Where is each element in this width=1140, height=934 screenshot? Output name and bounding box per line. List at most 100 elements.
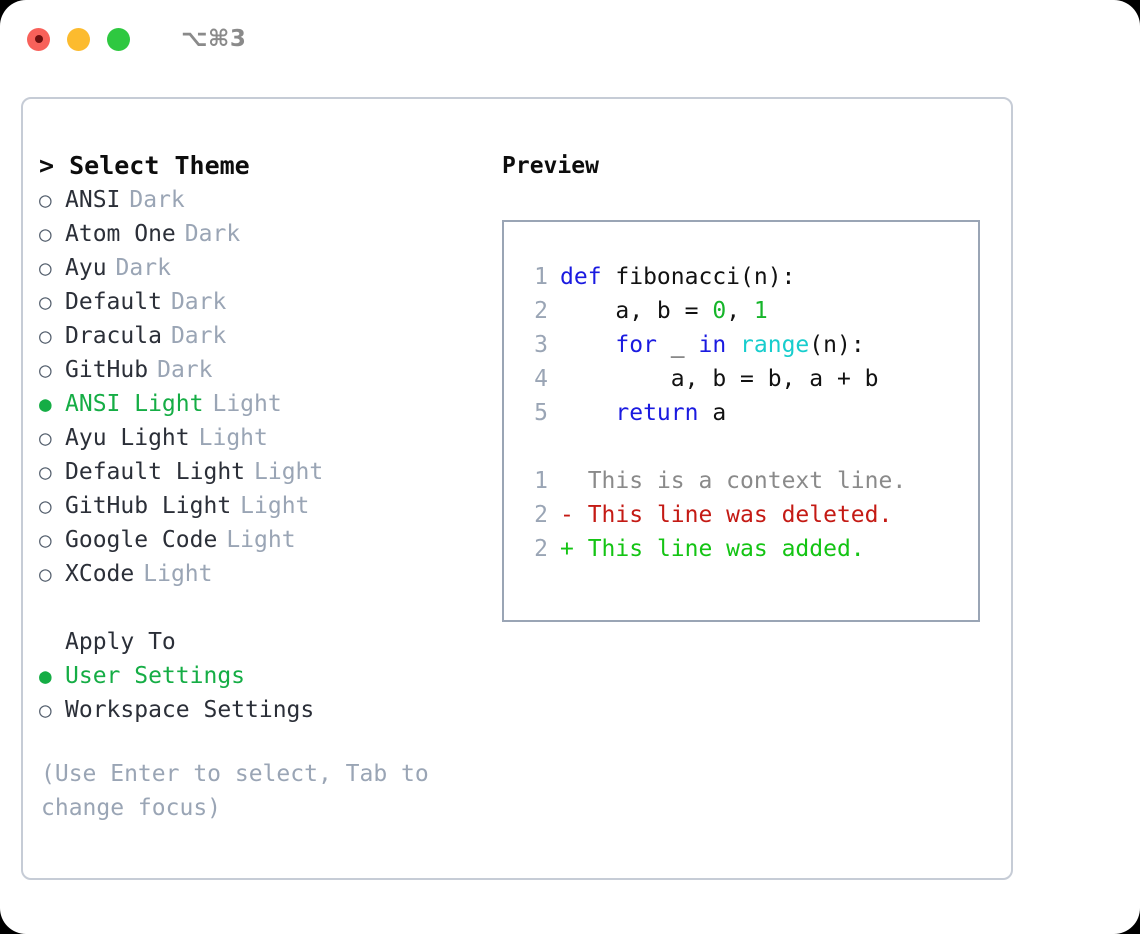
theme-option-list[interactable]: ○ ANSI Dark ○ Atom One Dark ○ Ayu Dark: [39, 183, 488, 591]
code-token: [560, 332, 615, 358]
diff-line-deleted: 2 - This line was deleted.: [514, 498, 978, 532]
theme-option-variant: Dark: [129, 187, 185, 213]
theme-option-github-light[interactable]: ○ GitHub Light Light: [39, 489, 488, 523]
select-theme-heading: > Select Theme: [39, 151, 250, 180]
theme-option-variant: Light: [240, 493, 310, 519]
diff-marker: -: [560, 502, 574, 528]
code-line: 3 for _ in range(n):: [514, 328, 978, 362]
apply-to-option-user-settings[interactable]: ● User Settings: [39, 659, 488, 693]
diff-marker: [560, 464, 574, 498]
apply-to-option-workspace-settings[interactable]: ○ Workspace Settings: [39, 693, 488, 727]
list-spacer: [39, 591, 488, 625]
preview-separator: [514, 430, 978, 464]
theme-option-variant: Dark: [115, 255, 171, 281]
diff-marker: +: [560, 536, 574, 562]
line-number: 5: [534, 400, 548, 426]
code-token: fibonacci(n):: [601, 264, 796, 290]
theme-option-label: Dracula: [65, 323, 162, 349]
radio-unselected-icon[interactable]: ○: [39, 426, 52, 450]
theme-option-github-dark[interactable]: ○ GitHub Dark: [39, 353, 488, 387]
theme-option-ansi-dark[interactable]: ○ ANSI Dark: [39, 183, 488, 217]
theme-option-label: Google Code: [65, 527, 218, 553]
theme-option-variant: Light: [226, 527, 296, 553]
radio-unselected-icon[interactable]: ○: [39, 188, 52, 212]
radio-selected-icon[interactable]: ●: [39, 392, 52, 416]
code-token: a, b = b, a + b: [560, 366, 879, 392]
radio-unselected-icon[interactable]: ○: [39, 324, 52, 348]
code-token: ,: [726, 298, 754, 324]
code-token: [726, 332, 740, 358]
radio-unselected-icon[interactable]: ○: [39, 494, 52, 518]
apply-to-option-label: Workspace Settings: [65, 697, 315, 723]
code-token: a, b =: [560, 298, 713, 324]
theme-option-variant: Light: [198, 425, 268, 451]
theme-option-label: Default Light: [65, 459, 246, 485]
theme-option-ayu-light[interactable]: ○ Ayu Light Light: [39, 421, 488, 455]
code-line: 1 def fibonacci(n):: [514, 260, 978, 294]
radio-unselected-icon[interactable]: ○: [39, 460, 52, 484]
keyboard-hint-text: (Use Enter to select, Tab to change focu…: [41, 761, 429, 821]
theme-option-variant: Dark: [170, 323, 227, 349]
diff-text: This line was deleted.: [573, 502, 893, 528]
spacer-icon: ○: [39, 625, 65, 659]
code-token: [560, 400, 615, 426]
theme-option-default-dark[interactable]: ○ Default Dark: [39, 285, 488, 319]
theme-selector-panel: > Select Theme ○ ANSI Dark ○ Atom One Da…: [21, 97, 1013, 880]
apply-to-heading: Apply To: [65, 629, 176, 655]
radio-unselected-icon[interactable]: ○: [39, 222, 52, 246]
theme-option-atom-one-dark[interactable]: ○ Atom One Dark: [39, 217, 488, 251]
theme-option-label: Ayu: [65, 255, 107, 281]
preview-column: Preview 1 def fibonacci(n): 2 a, b = 0, …: [488, 99, 1011, 878]
line-number: 1: [534, 468, 548, 494]
apply-to-heading-row: ○ Apply To: [39, 625, 488, 659]
theme-option-variant: Light: [143, 561, 213, 587]
theme-option-ansi-light[interactable]: ● ANSI Light Light: [39, 387, 488, 421]
radio-unselected-icon[interactable]: ○: [39, 562, 52, 586]
radio-unselected-icon[interactable]: ○: [39, 698, 52, 722]
theme-option-variant: Light: [212, 391, 282, 417]
close-window-icon[interactable]: [27, 27, 50, 51]
code-line: 4 a, b = b, a + b: [514, 362, 978, 396]
theme-option-label: Atom One: [65, 221, 176, 247]
radio-unselected-icon[interactable]: ○: [39, 290, 52, 314]
radio-unselected-icon[interactable]: ○: [39, 358, 52, 382]
theme-option-variant: Dark: [157, 357, 213, 383]
diff-text: This line was added.: [573, 536, 865, 562]
theme-option-label: Ayu Light: [65, 425, 190, 451]
theme-option-xcode[interactable]: ○ XCode Light: [39, 557, 488, 591]
line-number: 2: [534, 536, 548, 562]
code-token: a: [698, 400, 727, 426]
theme-option-label: GitHub: [65, 357, 149, 383]
radio-selected-icon[interactable]: ●: [39, 664, 52, 688]
window-controls: [27, 27, 130, 51]
theme-option-ayu-dark[interactable]: ○ Ayu Dark: [39, 251, 488, 285]
theme-option-dracula-dark[interactable]: ○ Dracula Dark: [39, 319, 488, 353]
theme-option-default-light[interactable]: ○ Default Light Light: [39, 455, 488, 489]
radio-unselected-icon[interactable]: ○: [39, 256, 52, 280]
diff-line-context: 1 This is a context line.: [514, 464, 978, 498]
theme-option-variant: Dark: [184, 221, 241, 247]
line-number: 3: [534, 332, 548, 358]
maximize-window-icon[interactable]: [107, 27, 130, 51]
theme-preview-box: 1 def fibonacci(n): 2 a, b = 0, 1 3 for …: [502, 220, 980, 622]
code-line: 2 a, b = 0, 1: [514, 294, 978, 328]
code-token: return: [615, 400, 699, 426]
line-number: 2: [534, 298, 548, 324]
diff-text: This is a context line.: [573, 468, 907, 494]
theme-option-google-code[interactable]: ○ Google Code Light: [39, 523, 488, 557]
code-token: def: [560, 264, 602, 290]
theme-list-column: > Select Theme ○ ANSI Dark ○ Atom One Da…: [23, 99, 488, 878]
radio-unselected-icon[interactable]: ○: [39, 528, 52, 552]
line-number: 1: [534, 264, 548, 290]
line-number: 2: [534, 502, 548, 528]
apply-to-option-list[interactable]: ● User Settings ○ Workspace Settings: [39, 659, 488, 727]
minimize-window-icon[interactable]: [67, 27, 90, 51]
theme-option-label: ANSI: [65, 187, 121, 213]
theme-option-variant: Light: [254, 459, 324, 485]
code-line: 5 return a: [514, 396, 978, 430]
code-token: range: [740, 332, 810, 358]
apply-to-option-label: User Settings: [65, 663, 246, 689]
code-token: 0: [712, 298, 727, 324]
theme-option-label: XCode: [65, 561, 135, 587]
